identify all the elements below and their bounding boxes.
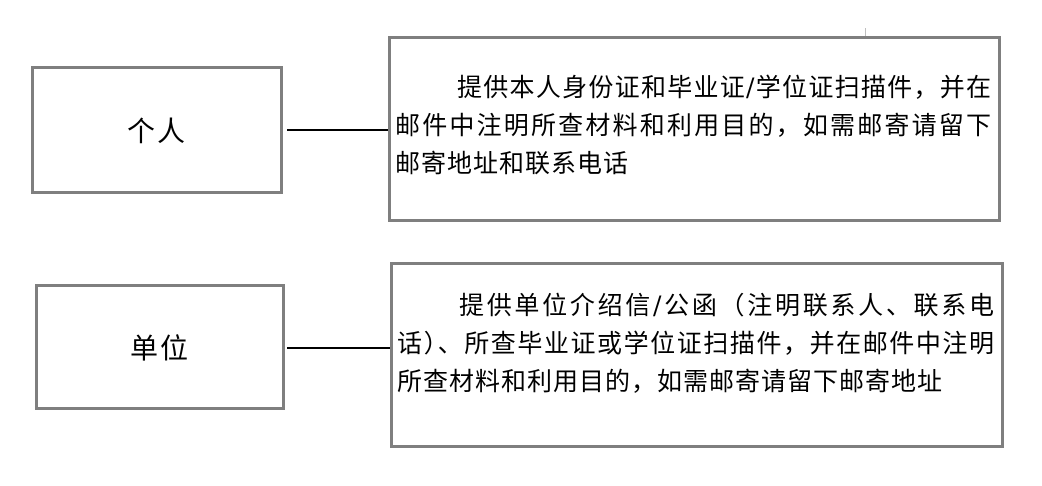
individual-label-box: 个人 bbox=[31, 66, 283, 194]
individual-description-box: 提供本人身份证和毕业证/学位证扫描件，并在邮件中注明所查材料和利用目的，如需邮寄… bbox=[388, 36, 1001, 222]
organization-connector-line bbox=[287, 347, 392, 349]
organization-label-box: 单位 bbox=[35, 284, 285, 410]
organization-description-box: 提供单位介绍信/公函（注明联系人、联系电话）、所查毕业证或学位证扫描件，并在邮件… bbox=[390, 262, 1004, 448]
organization-description: 提供单位介绍信/公函（注明联系人、联系电话）、所查毕业证或学位证扫描件，并在邮件… bbox=[397, 291, 995, 396]
corner-mark bbox=[865, 28, 866, 36]
individual-description: 提供本人身份证和毕业证/学位证扫描件，并在邮件中注明所查材料和利用目的，如需邮寄… bbox=[395, 73, 992, 178]
individual-connector-line bbox=[287, 129, 389, 131]
individual-label: 个人 bbox=[126, 115, 187, 148]
organization-label: 单位 bbox=[129, 332, 190, 365]
